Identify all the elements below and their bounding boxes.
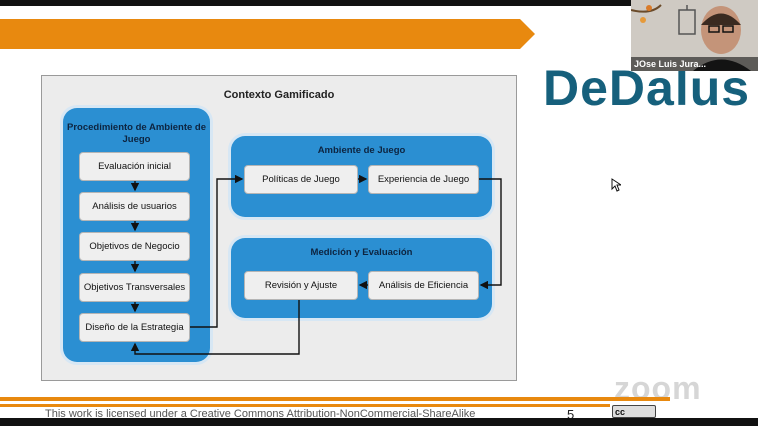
step-diseno-estrategia: Diseño de la Estrategia [79, 313, 190, 342]
cc-license-icon: cc [612, 405, 656, 418]
header-orange-band [0, 19, 535, 49]
step-evaluacion-inicial: Evaluación inicial [79, 152, 190, 181]
procedure-panel-title: Procedimiento de Ambiente de Juego [66, 122, 206, 145]
participant-video-tile[interactable]: JOse Luis Jura... [631, 0, 758, 71]
game-environment-title: Ambiente de Juego [317, 145, 406, 156]
box-experiencia-juego: Experiencia de Juego [368, 165, 479, 194]
gamified-context-diagram: Contexto Gamificado Procedimiento de Amb… [41, 75, 517, 381]
flow-arrows [130, 174, 502, 355]
zoom-watermark: zoom [614, 370, 702, 406]
page-number: 5 [567, 407, 575, 422]
box-revision-ajuste: Revisión y Ajuste [244, 271, 358, 300]
step-objetivos-negocio: Objetivos de Negocio [79, 232, 190, 261]
measurement-title: Medición y Evaluación [310, 247, 413, 258]
mouse-cursor-icon [611, 178, 621, 192]
footer-orange-line [0, 397, 670, 401]
step-objetivos-transversales: Objetivos Transversales [79, 273, 190, 302]
box-politicas-juego: Políticas de Juego [244, 165, 358, 194]
footer-orange-line-secondary [0, 404, 610, 407]
box-analisis-eficiencia: Análisis de Eficiencia [368, 271, 479, 300]
diagram-title: Contexto Gamificado [223, 89, 335, 101]
participant-name: JOse Luis Jura... [631, 57, 758, 71]
license-text: This work is licensed under a Creative C… [45, 408, 476, 420]
bottom-bar [0, 418, 758, 426]
step-analisis-usuarios: Análisis de usuarios [79, 192, 190, 221]
top-bar [0, 0, 758, 6]
